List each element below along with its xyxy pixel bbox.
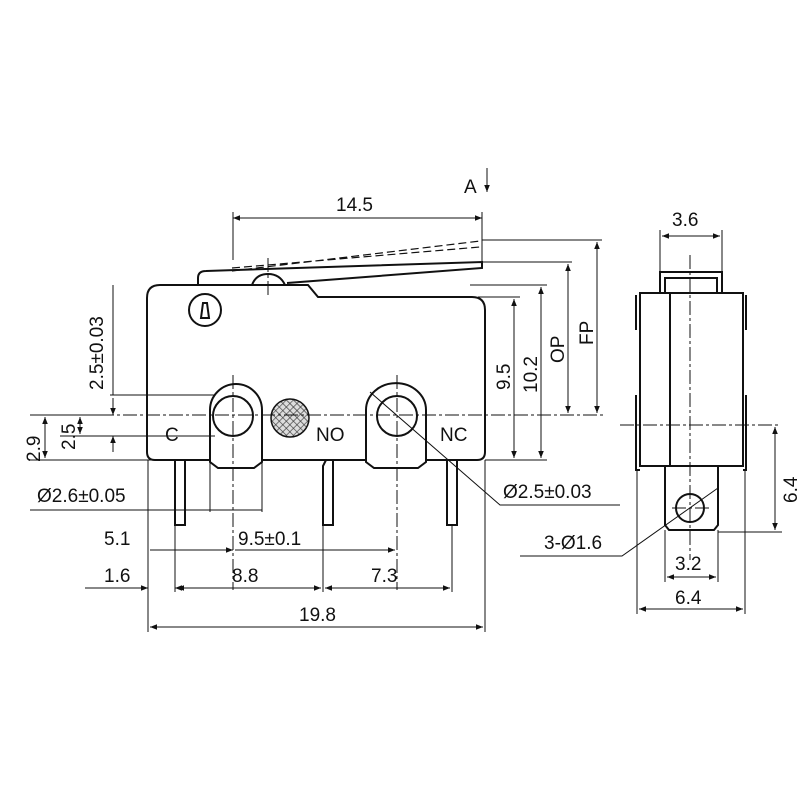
lever-free-position bbox=[231, 240, 481, 272]
marker-a: A bbox=[464, 177, 477, 198]
terminal-label-no: NO bbox=[316, 425, 345, 446]
dim-8-8: 8.8 bbox=[232, 566, 258, 587]
dim-hole-nc-diameter: Ø2.5±0.03 bbox=[503, 482, 592, 503]
front-dimensions bbox=[30, 168, 620, 632]
dim-hole-c-diameter: Ø2.6±0.05 bbox=[37, 486, 126, 507]
mount-hole-nc bbox=[376, 395, 418, 437]
dim-hole-spacing: 9.5±0.1 bbox=[238, 529, 301, 550]
side-body bbox=[639, 292, 744, 467]
side-terminal bbox=[664, 466, 719, 531]
dim-7-3: 7.3 bbox=[371, 566, 397, 587]
pin-nc bbox=[446, 460, 458, 526]
terminal-label-nc: NC bbox=[440, 425, 467, 446]
dim-9-5: 9.5 bbox=[494, 364, 515, 390]
dim-op: OP bbox=[548, 336, 569, 363]
side-view bbox=[520, 230, 782, 614]
dim-fp: FP bbox=[577, 321, 598, 345]
dim-1-6: 1.6 bbox=[104, 566, 130, 587]
front-view bbox=[100, 240, 605, 590]
lever bbox=[197, 260, 483, 285]
dim-body-width: 6.4 bbox=[675, 588, 702, 609]
dim-10-2: 10.2 bbox=[521, 356, 542, 393]
pin-no bbox=[322, 459, 334, 526]
dim-2-9: 2.9 bbox=[24, 436, 45, 462]
dim-terminal-hole: 3-Ø1.6 bbox=[544, 533, 602, 554]
dim-terminal-height: 6.4 bbox=[781, 476, 800, 503]
dim-plunger-width: 3.6 bbox=[672, 210, 698, 231]
dim-5-1: 5.1 bbox=[104, 529, 130, 550]
dim-lever-length: 14.5 bbox=[336, 195, 373, 216]
mount-hole-c bbox=[212, 395, 254, 437]
dim-2-5: 2.5 bbox=[59, 424, 80, 450]
plunger-bump bbox=[251, 272, 286, 286]
dim-terminal-width: 3.2 bbox=[675, 554, 701, 575]
lug-nc bbox=[365, 382, 427, 460]
dim-body-length: 19.8 bbox=[299, 605, 336, 626]
pin-c bbox=[174, 460, 186, 526]
hatched-indicator bbox=[270, 398, 310, 438]
switch-body bbox=[146, 284, 486, 469]
lug-c bbox=[209, 383, 263, 460]
side-plunger bbox=[659, 271, 723, 293]
dim-2-5-tol: 2.5±0.03 bbox=[87, 316, 108, 390]
brand-mark-icon bbox=[188, 293, 222, 327]
